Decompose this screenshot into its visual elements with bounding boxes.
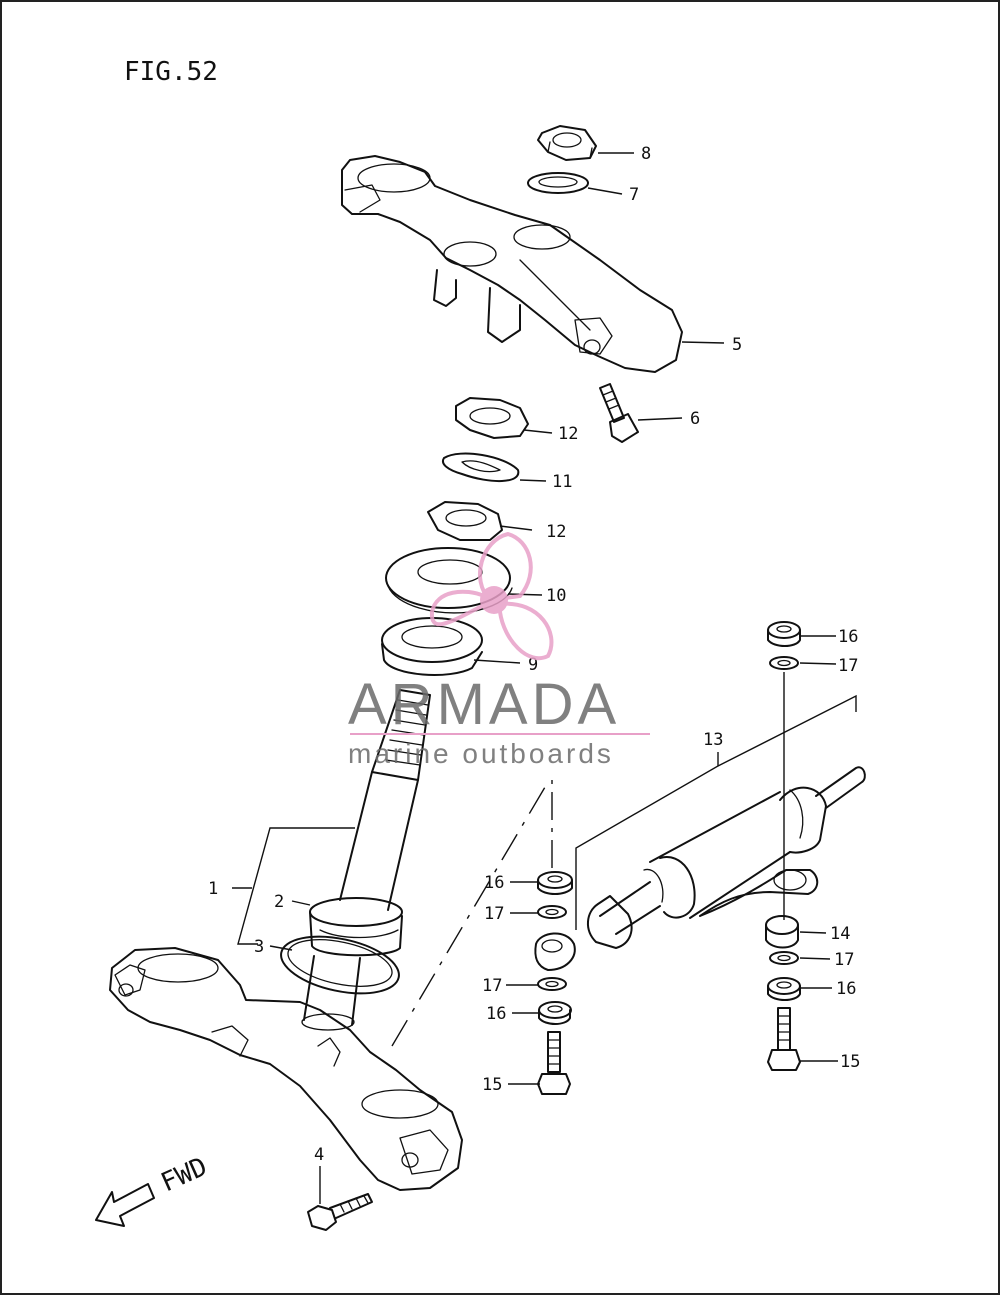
bearing-part-9	[381, 617, 483, 676]
callout-3: 3	[254, 937, 264, 957]
callout-13: 13	[703, 730, 723, 750]
callout-17-left-bottom: 17	[482, 976, 502, 996]
callout-2: 2	[274, 892, 284, 912]
callout-11: 11	[552, 472, 572, 492]
callout-4: 4	[314, 1145, 324, 1165]
callout-14: 14	[830, 924, 850, 944]
callout-8: 8	[641, 144, 651, 164]
callout-5: 5	[732, 335, 742, 355]
callout-7: 7	[629, 185, 639, 205]
forward-arrow-icon	[95, 1183, 155, 1227]
upper-bracket-part-5	[341, 155, 683, 373]
callout-16-left-bottom: 16	[486, 1004, 506, 1024]
callout-12-lower: 12	[546, 522, 566, 542]
callout-16-top-right: 16	[838, 627, 858, 647]
bolt-part-6	[599, 383, 639, 443]
watermark-brand: ARMADA	[348, 672, 620, 737]
armada-watermark: ARMADA marine outboards	[348, 531, 650, 769]
callout-15-left: 15	[482, 1075, 502, 1095]
steering-damper-part-13	[534, 766, 866, 971]
callout-1: 1	[208, 879, 218, 899]
callout-16-left-top: 16	[484, 873, 504, 893]
forward-direction-indicator: FWD	[95, 1152, 212, 1227]
damper-right-hardware	[765, 621, 801, 1071]
bolt-part-4	[307, 1193, 373, 1231]
watermark-tagline: marine outboards	[348, 738, 614, 769]
fwd-label: FWD	[157, 1152, 212, 1199]
callout-12-upper: 12	[558, 424, 578, 444]
callout-17-top-right: 17	[838, 656, 858, 676]
callout-17-left-top: 17	[484, 904, 504, 924]
leader-lines	[232, 152, 857, 1204]
washer-part-7	[527, 172, 589, 194]
callout-6: 6	[690, 409, 700, 429]
callout-16-right: 16	[836, 979, 856, 999]
callout-labels: 8 7 5 6 12 11 12 10 9 16 17 13 14 17 16 …	[208, 144, 860, 1165]
lock-washer-part-11	[442, 452, 520, 483]
seal-part-3	[280, 935, 400, 995]
nut-part-8	[537, 125, 597, 161]
propeller-logo-icon	[429, 531, 554, 660]
steering-stem-part-1	[109, 689, 463, 1191]
lock-nut-part-12-upper	[455, 397, 529, 439]
figure-title: FIG.52	[124, 57, 218, 87]
callout-17-right: 17	[834, 950, 854, 970]
lock-nut-part-12-lower	[427, 501, 503, 541]
damper-left-hardware	[537, 871, 573, 1095]
callout-9: 9	[528, 655, 538, 675]
callout-10: 10	[546, 586, 566, 606]
callout-15-right: 15	[840, 1052, 860, 1072]
